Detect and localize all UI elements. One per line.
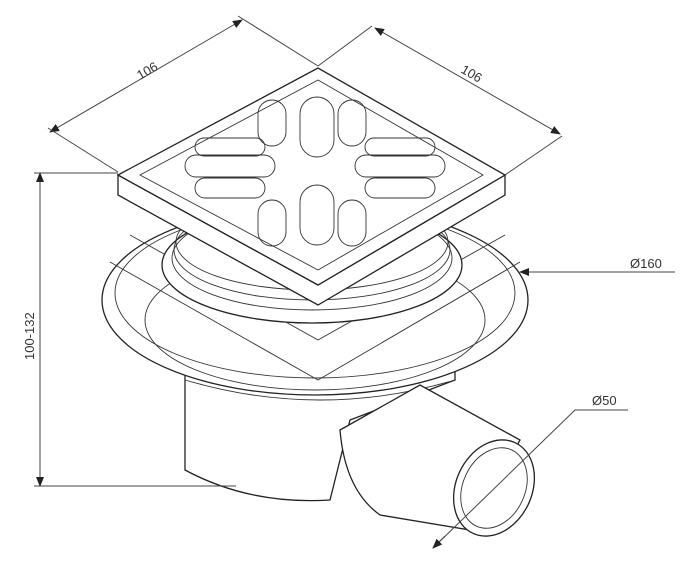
dimension-outlet-diameter: Ø50 [592,393,617,408]
dimension-lines [34,15,675,549]
dimension-grate-right: 106 [459,62,485,86]
dimension-flange-diameter: Ø160 [630,256,662,271]
grate-slots [184,96,446,247]
dimension-grate-left: 106 [134,59,160,83]
dimension-height: 100-132 [22,312,37,360]
drain-body [184,359,536,537]
